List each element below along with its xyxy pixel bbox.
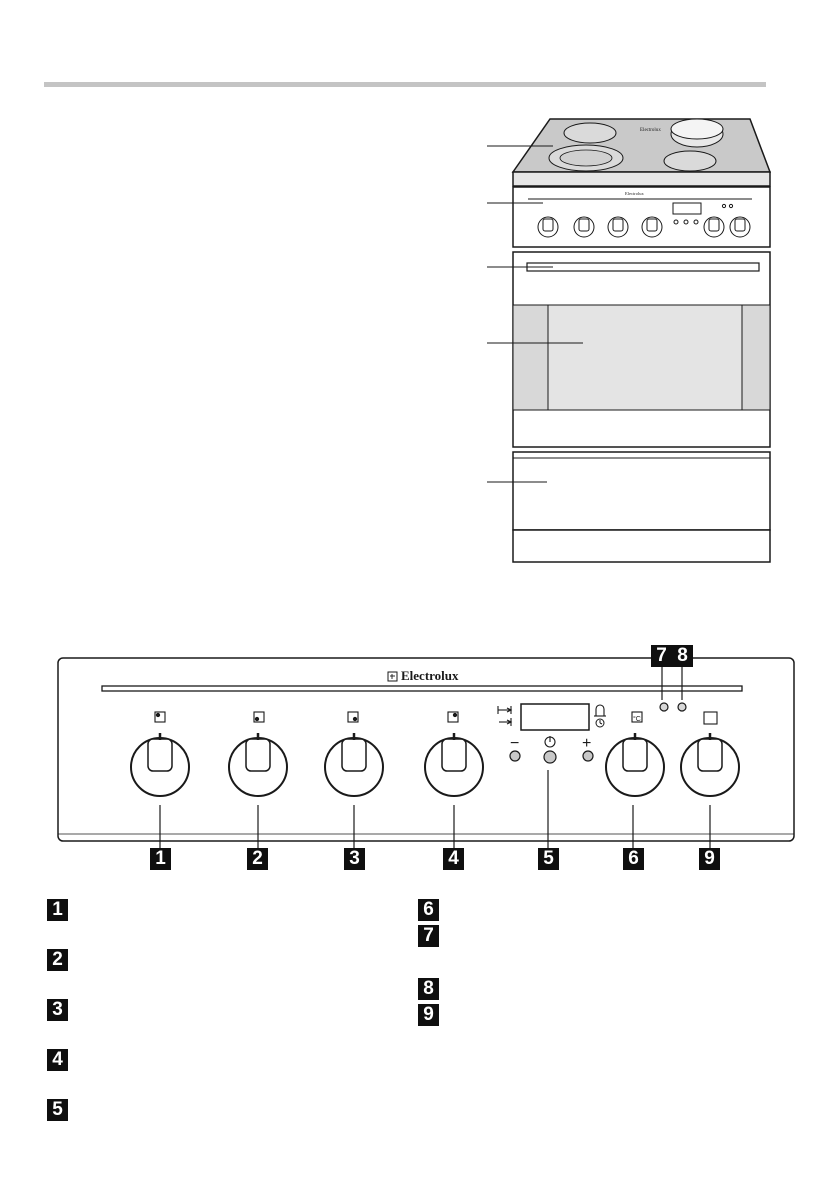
hob-knob-2[interactable] [228, 733, 288, 797]
oven-function-knob[interactable] [680, 733, 740, 797]
legend-badge-9: 9 [418, 1004, 439, 1026]
callout-badge-3: 3 [344, 848, 365, 870]
callout-badge-5: 5 [538, 848, 559, 870]
timer-plus-label: + [582, 735, 591, 752]
legend-badge-5: 5 [47, 1099, 68, 1121]
timer-minus-button[interactable] [509, 750, 521, 762]
cooker-timer-display [672, 202, 702, 215]
timer-display [520, 703, 590, 731]
hob-brand-mark: Electrolux [640, 128, 661, 133]
temperature-icon [631, 711, 643, 723]
zone-rear-right-icon [447, 711, 459, 723]
cooker-control-panel [512, 186, 771, 248]
legend-badge-6: 6 [418, 899, 439, 921]
control-panel-detail: Electrolux − + [57, 657, 795, 848]
zone-front-left-icon [253, 711, 265, 723]
cooker-front-view: Electrolux Electrolux [511, 118, 772, 563]
legend-badge-8: 8 [418, 978, 439, 1000]
oven-door-handle [526, 262, 760, 272]
zone-rear-left-icon [154, 711, 166, 723]
callout-badge-2: 2 [247, 848, 268, 870]
cooking-zone-front-right [663, 150, 717, 172]
callout-badge-1: 1 [150, 848, 171, 870]
legend-badge-1: 1 [47, 899, 68, 921]
duration-icon [497, 706, 513, 714]
clock-icon [595, 718, 605, 728]
cooking-zone-rear-left [563, 122, 617, 144]
hob-knob-4[interactable] [424, 733, 484, 797]
oven-temperature-knob[interactable] [605, 733, 665, 797]
power-indicator-lamp [659, 702, 669, 712]
storage-drawer [512, 451, 771, 531]
legend-badge-3: 3 [47, 999, 68, 1021]
end-time-icon [499, 718, 513, 726]
timer-plus-button[interactable] [582, 750, 594, 762]
header-divider [44, 82, 766, 87]
timer-minus-label: − [510, 735, 519, 752]
leader-lines [487, 145, 583, 483]
plinth [512, 529, 771, 563]
panel-callouts [159, 667, 711, 848]
callout-badge-6: 6 [623, 848, 644, 870]
brand-logo: Electrolux [401, 668, 459, 683]
svg-text:°C: °C [633, 715, 641, 723]
legend-badge-4: 4 [47, 1049, 68, 1071]
timer-clock-button[interactable] [543, 750, 557, 764]
oven-function-icon [703, 711, 718, 725]
hob-knob-3[interactable] [324, 733, 384, 797]
hob-knob-1[interactable] [130, 733, 190, 797]
callout-badge-9: 9 [699, 848, 720, 870]
svg-text:Electrolux: Electrolux [625, 191, 644, 196]
callout-badge-4: 4 [443, 848, 464, 870]
callout-badge-8: 8 [672, 645, 693, 667]
zone-front-right-icon [347, 711, 359, 723]
bell-icon [594, 704, 606, 717]
legend-badge-7: 7 [418, 925, 439, 947]
callout-badge-7: 7 [651, 645, 672, 667]
power-clock-icon [544, 736, 556, 748]
legend-badge-2: 2 [47, 949, 68, 971]
thermostat-indicator-lamp [677, 702, 687, 712]
panel-strip [101, 685, 743, 692]
